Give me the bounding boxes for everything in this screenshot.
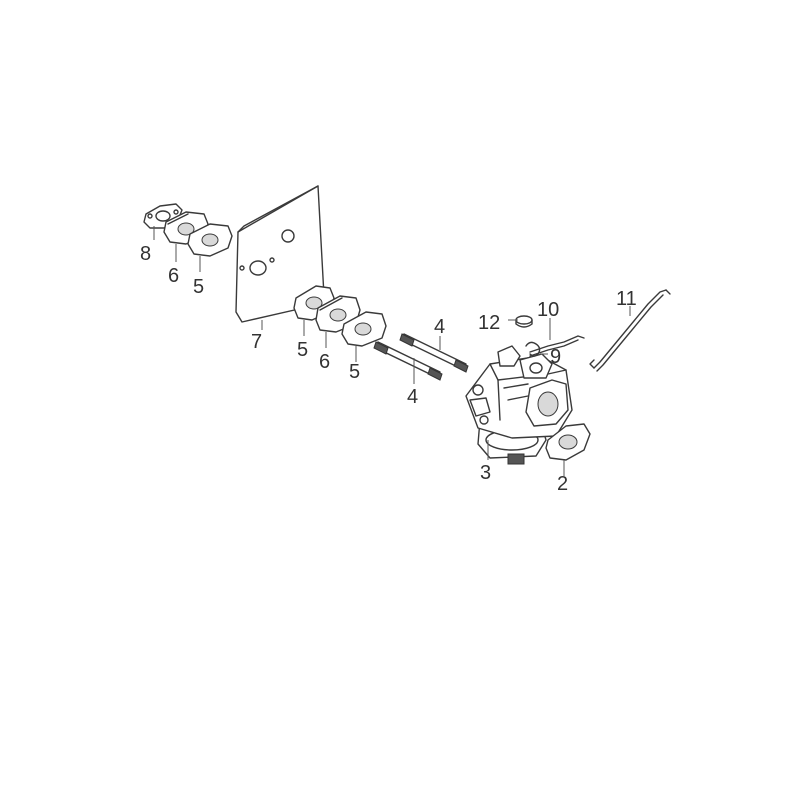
callout-6-left: 6	[168, 265, 179, 287]
callout-4-lower: 4	[407, 386, 418, 408]
part-5-gasket-right	[341, 311, 387, 347]
leader-lines	[153, 226, 631, 476]
callout-11: 11	[616, 288, 637, 310]
callout-3: 3	[480, 462, 491, 484]
callout-8: 8	[140, 243, 151, 265]
part-7-heat-shield	[235, 185, 325, 323]
callout-9: 9	[550, 346, 561, 368]
part-4-stud-lower	[373, 341, 443, 381]
part-10-choke-rod	[529, 335, 585, 357]
callout-5-right: 5	[349, 361, 360, 383]
callout-4-upper: 4	[434, 316, 445, 338]
callout-7: 7	[251, 331, 262, 353]
callout-6-middle: 6	[319, 351, 330, 373]
callout-10: 10	[537, 299, 559, 321]
part-3-carburetor	[465, 345, 573, 465]
callout-5-left: 5	[193, 276, 204, 298]
callout-12: 12	[478, 312, 500, 334]
callout-2: 2	[557, 473, 568, 495]
part-5-gasket-left	[187, 223, 233, 257]
part-4-stud-upper	[399, 333, 469, 373]
callout-5-middle: 5	[297, 339, 308, 361]
part-2-gasket	[545, 423, 591, 461]
part-11-governor-rod	[589, 289, 671, 372]
part-12-cap	[515, 315, 533, 328]
